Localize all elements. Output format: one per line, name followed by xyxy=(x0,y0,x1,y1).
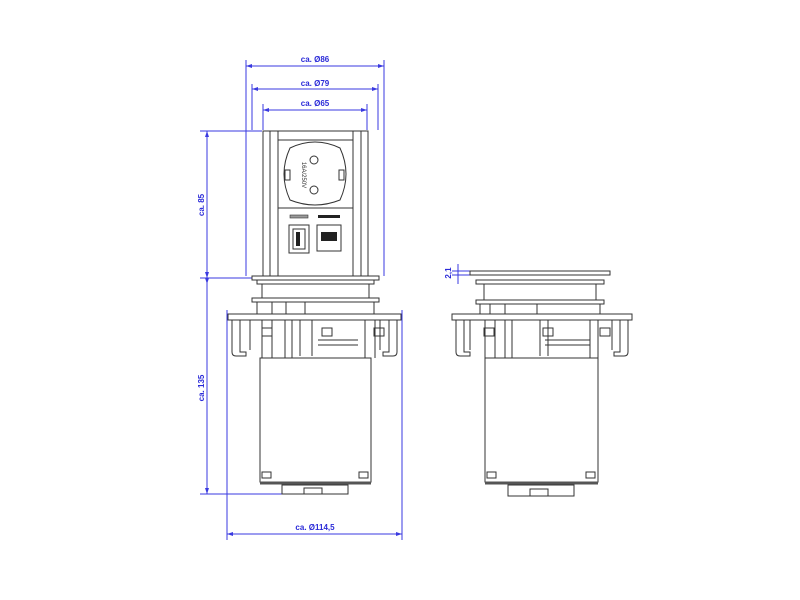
side-main-body xyxy=(484,357,599,483)
dimension-lid-thickness: 2,1 xyxy=(444,264,470,284)
dimension-mid-diameter: ca. Ø79 xyxy=(251,79,379,130)
socket-marking: 16A/250V xyxy=(300,162,306,188)
dimension-outer-diameter: ca. Ø86 xyxy=(245,55,385,276)
front-view: 16A/250V xyxy=(227,130,402,495)
usb-port xyxy=(288,214,310,254)
upper-housing xyxy=(262,130,369,277)
outer-diameter-label: ca. Ø86 xyxy=(301,55,330,64)
dimension-base-diameter: ca. Ø114,5 xyxy=(226,310,403,540)
dimension-inner-diameter: ca. Ø65 xyxy=(262,99,368,130)
side-mounting-flange xyxy=(451,313,633,321)
lower-height-label: ca. 135 xyxy=(197,374,206,401)
side-lid-plate xyxy=(469,270,611,276)
main-body xyxy=(259,357,372,483)
schuko-socket: 16A/250V xyxy=(283,141,347,206)
dimension-upper-height: ca. 85 xyxy=(197,130,262,279)
lid-plate xyxy=(251,275,380,281)
rj45-port xyxy=(316,215,342,252)
mounting-flange xyxy=(227,313,402,321)
mid-diameter-label: ca. Ø79 xyxy=(301,79,330,88)
lid-thickness-label: 2,1 xyxy=(444,267,453,279)
side-view: 2,1 xyxy=(444,264,633,497)
upper-height-label: ca. 85 xyxy=(197,193,206,216)
inner-diameter-label: ca. Ø65 xyxy=(301,99,330,108)
base-diameter-label: ca. Ø114,5 xyxy=(295,523,335,532)
